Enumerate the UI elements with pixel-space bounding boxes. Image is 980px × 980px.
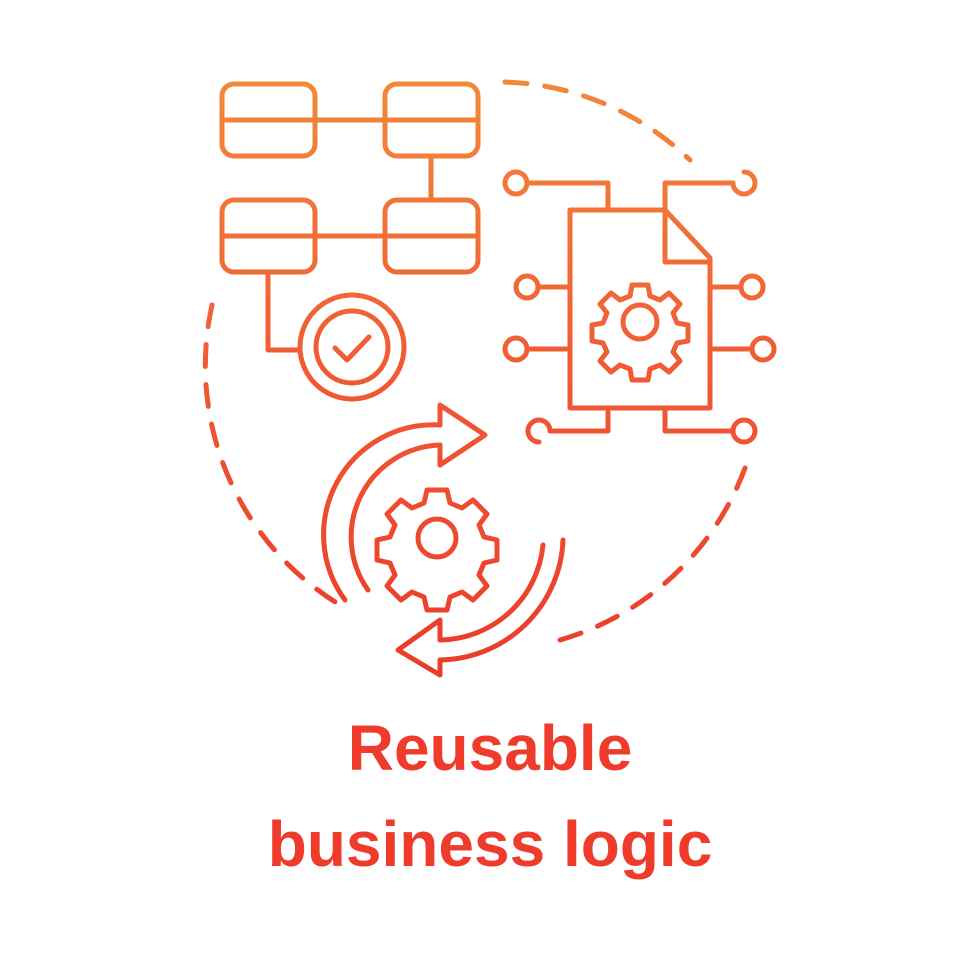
checkmark-badge-icon bbox=[297, 292, 407, 402]
gear-cycle-arrows-icon bbox=[321, 402, 566, 678]
dashed-circle-border-left bbox=[202, 302, 343, 608]
document-gear-icon bbox=[589, 282, 691, 383]
dashed-circle-border bbox=[502, 79, 693, 163]
caption: Reusable business logic bbox=[0, 700, 980, 892]
caption-line-2: business logic bbox=[267, 808, 713, 880]
document-gear-circuit-icon bbox=[502, 169, 777, 445]
concept-icon-artwork bbox=[202, 79, 777, 678]
caption-line-1: Reusable bbox=[347, 712, 633, 784]
flowchart-icon bbox=[219, 81, 481, 353]
dashed-circle-border-lower bbox=[557, 465, 748, 643]
